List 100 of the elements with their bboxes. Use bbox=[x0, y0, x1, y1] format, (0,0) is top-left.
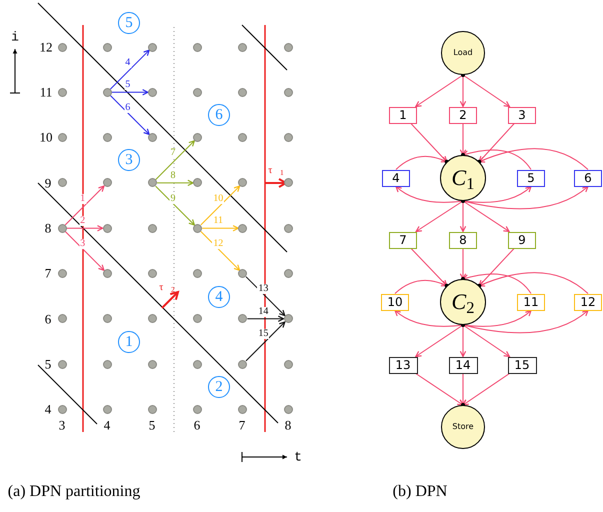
text-label: i bbox=[11, 30, 19, 44]
arrow bbox=[395, 186, 464, 203]
text-label: 9 bbox=[44, 176, 52, 190]
arrow bbox=[415, 373, 464, 406]
text-label: 12 bbox=[40, 40, 52, 54]
arrow bbox=[462, 373, 510, 406]
edge-label: 6 bbox=[124, 102, 132, 113]
process-box bbox=[381, 294, 409, 310]
node-label: 15 bbox=[514, 359, 530, 371]
arrow bbox=[246, 316, 284, 322]
edge-label: 14 bbox=[257, 306, 270, 317]
process-box bbox=[449, 106, 477, 124]
text-label: 6 bbox=[44, 312, 52, 326]
node-label: C$_{2}$ bbox=[452, 291, 474, 313]
text-label: (a) DPN partitioning bbox=[8, 484, 140, 500]
node-label: 10 bbox=[387, 296, 403, 308]
arrow bbox=[155, 186, 195, 226]
arrow bbox=[410, 248, 448, 286]
node-label: 5 bbox=[527, 172, 535, 184]
node-label: 8 bbox=[459, 234, 467, 246]
arrow bbox=[410, 123, 448, 162]
arrow bbox=[462, 310, 589, 334]
arrow bbox=[111, 89, 148, 96]
arrow bbox=[110, 50, 150, 90]
text-label: 3 bbox=[58, 418, 66, 432]
node-label: 14 bbox=[455, 359, 471, 371]
arrow bbox=[462, 273, 532, 294]
process-box bbox=[508, 232, 536, 248]
text-label: τ⃗$_{2}$ bbox=[159, 283, 175, 293]
edge-label: 7 bbox=[170, 148, 176, 158]
process-box bbox=[389, 232, 417, 248]
arrow bbox=[415, 74, 464, 108]
process-box bbox=[574, 294, 602, 310]
arrow bbox=[200, 186, 240, 226]
node-label: 12 bbox=[580, 296, 596, 308]
edge-label: 10 bbox=[212, 194, 224, 204]
node-label: 9 bbox=[518, 234, 526, 246]
arrow bbox=[460, 324, 466, 358]
text-label: t bbox=[294, 450, 302, 464]
text-label: 4 bbox=[44, 402, 52, 416]
arrow bbox=[478, 123, 515, 162]
arrow bbox=[478, 272, 588, 294]
text-label: τ⃗$_{1}$ bbox=[268, 166, 284, 176]
text-label: 7 bbox=[238, 418, 246, 432]
node-label: 2 bbox=[459, 109, 467, 121]
process-box bbox=[517, 170, 545, 186]
text-label: 10 bbox=[40, 130, 52, 144]
arrow bbox=[462, 74, 510, 108]
arrow bbox=[64, 186, 105, 226]
process-box bbox=[508, 106, 536, 124]
arrow bbox=[460, 373, 466, 406]
arrow bbox=[66, 225, 104, 232]
text-label: 6 bbox=[194, 418, 200, 432]
arrow bbox=[462, 324, 510, 358]
arrow bbox=[394, 310, 464, 327]
arrow bbox=[462, 200, 510, 232]
arrow bbox=[394, 280, 448, 294]
process-box bbox=[508, 356, 536, 374]
edge-label: 12 bbox=[212, 238, 224, 249]
edge-label: 9 bbox=[170, 194, 176, 204]
arrow bbox=[478, 148, 588, 170]
node-label: 6 bbox=[215, 108, 223, 122]
node-label: 2 bbox=[215, 380, 223, 394]
arrow bbox=[460, 74, 466, 108]
arrow bbox=[462, 186, 589, 210]
process-box bbox=[448, 356, 478, 374]
process-box bbox=[517, 294, 545, 310]
text-label: 8 bbox=[44, 222, 52, 234]
text-label: 8 bbox=[284, 418, 292, 432]
text-label: 4 bbox=[104, 418, 110, 432]
node-label: 11 bbox=[523, 296, 539, 308]
arrow bbox=[64, 230, 105, 271]
arrow bbox=[460, 200, 466, 232]
process-box bbox=[449, 232, 477, 248]
node-label: C$_{1}$ bbox=[452, 167, 474, 189]
arrow bbox=[156, 180, 194, 186]
arrow bbox=[396, 156, 448, 170]
process-box bbox=[574, 170, 602, 186]
text-label: 7 bbox=[44, 266, 52, 280]
arrow bbox=[202, 225, 239, 232]
node-label: 4 bbox=[215, 290, 223, 304]
edge-label: 1 bbox=[79, 194, 86, 204]
arrow bbox=[460, 123, 466, 156]
arrow bbox=[245, 321, 286, 362]
arrow bbox=[462, 149, 532, 170]
text-label: (b) DPN bbox=[392, 484, 448, 500]
text-label: 5 bbox=[44, 358, 52, 370]
node-label: Load bbox=[453, 49, 473, 57]
node-label: 3 bbox=[125, 152, 133, 168]
node-label: 6 bbox=[584, 172, 592, 184]
node-label: Store bbox=[452, 423, 474, 431]
process-box bbox=[389, 106, 417, 124]
edge-label: 15 bbox=[257, 329, 270, 340]
edge-label: 13 bbox=[257, 284, 270, 294]
arrow bbox=[478, 248, 515, 286]
edge-label: 4 bbox=[124, 58, 132, 68]
edge-label: 3 bbox=[79, 238, 86, 249]
node-label: 1 bbox=[125, 334, 133, 350]
edge-label: 5 bbox=[124, 80, 132, 90]
node-label: 7 bbox=[399, 234, 407, 246]
